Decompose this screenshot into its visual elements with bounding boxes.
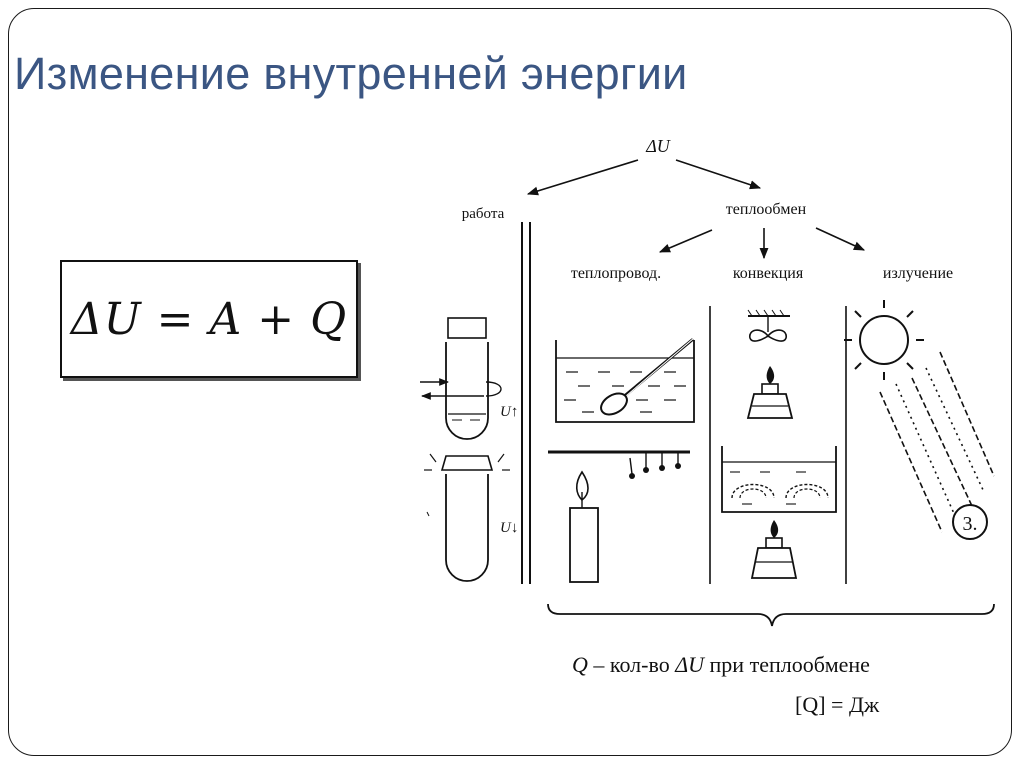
spoon-in-water-icon: [555, 337, 695, 423]
convection-spinner-icon: [747, 309, 790, 342]
rod-with-candle-icon: [548, 450, 690, 583]
arrow-to-work: [526, 159, 639, 196]
caption-q-symbol: Q: [572, 652, 588, 677]
caption-q-suffix: при теплообмене: [709, 652, 870, 677]
branch-work-label: работа: [462, 206, 505, 222]
conduction-label: теплопровод.: [571, 265, 661, 282]
convection-label: конвекция: [733, 265, 804, 282]
heat-unit-caption: [Q] = Дж: [795, 692, 880, 717]
burner-top-icon: [746, 366, 794, 419]
slide-frame: [8, 8, 1012, 756]
test-tube-heated: [420, 317, 502, 440]
arrow-to-heat-exchange: [675, 159, 762, 190]
convection-vessel-icon: [721, 446, 837, 513]
caption-q-text: – кол-во: [593, 652, 670, 677]
radiation-rays-icon: [879, 351, 995, 533]
burner-bottom-icon: [750, 520, 798, 579]
curly-brace: [547, 603, 995, 627]
sun-icon: [844, 300, 924, 380]
formula-text: ΔU = A + Q: [70, 293, 348, 345]
heat-quantity-caption: Q – кол-во ΔU при теплообмене: [572, 652, 870, 678]
caption-delta-u: ΔU: [675, 652, 705, 677]
circle-number-text: 3.: [963, 513, 978, 535]
u-down-label: U↓: [500, 520, 518, 536]
arrow-to-conduction: [658, 229, 713, 253]
u-up-label: U↑: [500, 404, 518, 420]
page-title: Изменение внутренней энергии: [14, 48, 688, 99]
radiation-label: излучение: [883, 265, 953, 282]
number-circle-badge: 3.: [952, 504, 988, 540]
root-label-delta-u: ΔU: [645, 136, 671, 156]
arrow-to-radiation: [815, 227, 866, 251]
test-tube-cooled: [424, 453, 510, 582]
branch-heat-exchange-label: теплообмен: [726, 201, 807, 218]
formula-box: ΔU = A + Q: [60, 260, 358, 378]
